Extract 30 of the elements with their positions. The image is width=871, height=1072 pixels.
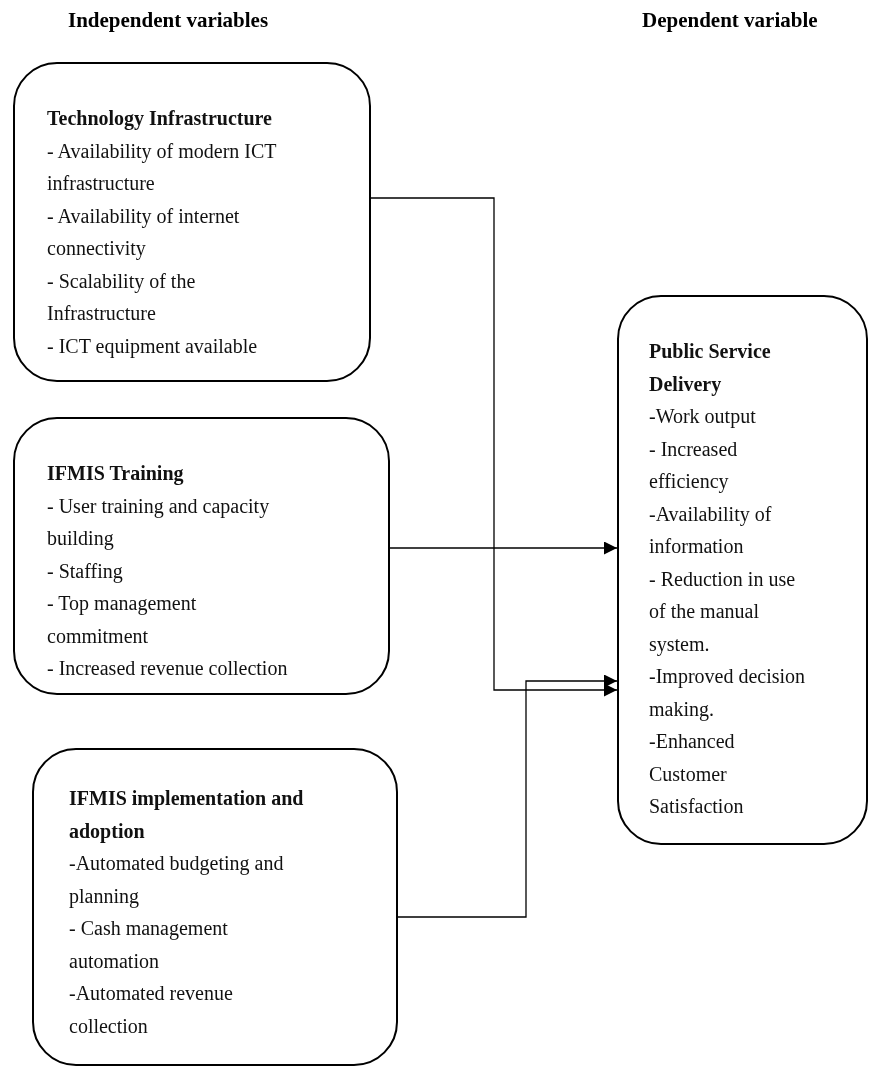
list-item: - Top management commitment — [47, 591, 198, 649]
rounded-box — [13, 417, 390, 695]
list-item: -Automated budgeting and planning — [69, 851, 285, 910]
rounded-box — [13, 62, 371, 382]
list-item: -Work output — [649, 404, 757, 430]
rounded-box — [32, 748, 398, 1066]
list-item: - Staffing — [47, 558, 124, 585]
arrow — [370, 197, 618, 697]
list-item: -Improved decision making. — [649, 664, 807, 723]
list-item: -Automated revenue collection — [69, 981, 234, 1039]
column-heading: Dependent variable — [642, 8, 818, 33]
list-item: - Cash management automation — [69, 916, 229, 974]
list-item: -Availability of information — [649, 501, 773, 559]
box-heading: IFMIS Training — [47, 461, 185, 487]
arrow — [397, 674, 618, 918]
list-item: - Availability of modern ICT infrastructure — [47, 138, 278, 196]
rounded-box — [617, 295, 868, 845]
list-item: - User training and capacity building — [47, 493, 271, 552]
list-item: - Scalability of the Infrastructure — [47, 268, 197, 326]
list-item: - Availability of internet connectivity — [47, 203, 241, 262]
list-item: - Increased efficiency — [649, 436, 739, 495]
box-heading: Technology Infrastructure — [47, 106, 273, 132]
list-item: - Reduction in use of the manual system. — [649, 566, 797, 658]
arrow — [389, 541, 618, 555]
list-item: - ICT equipment available — [47, 333, 259, 360]
box-heading: Public Service Delivery — [649, 339, 772, 398]
list-item: -Enhanced Customer Satisfaction — [649, 729, 745, 819]
column-heading: Independent variables — [68, 8, 269, 33]
box-heading: IFMIS implementation and adoption — [69, 786, 305, 845]
list-item: - Increased revenue collection — [47, 656, 289, 681]
